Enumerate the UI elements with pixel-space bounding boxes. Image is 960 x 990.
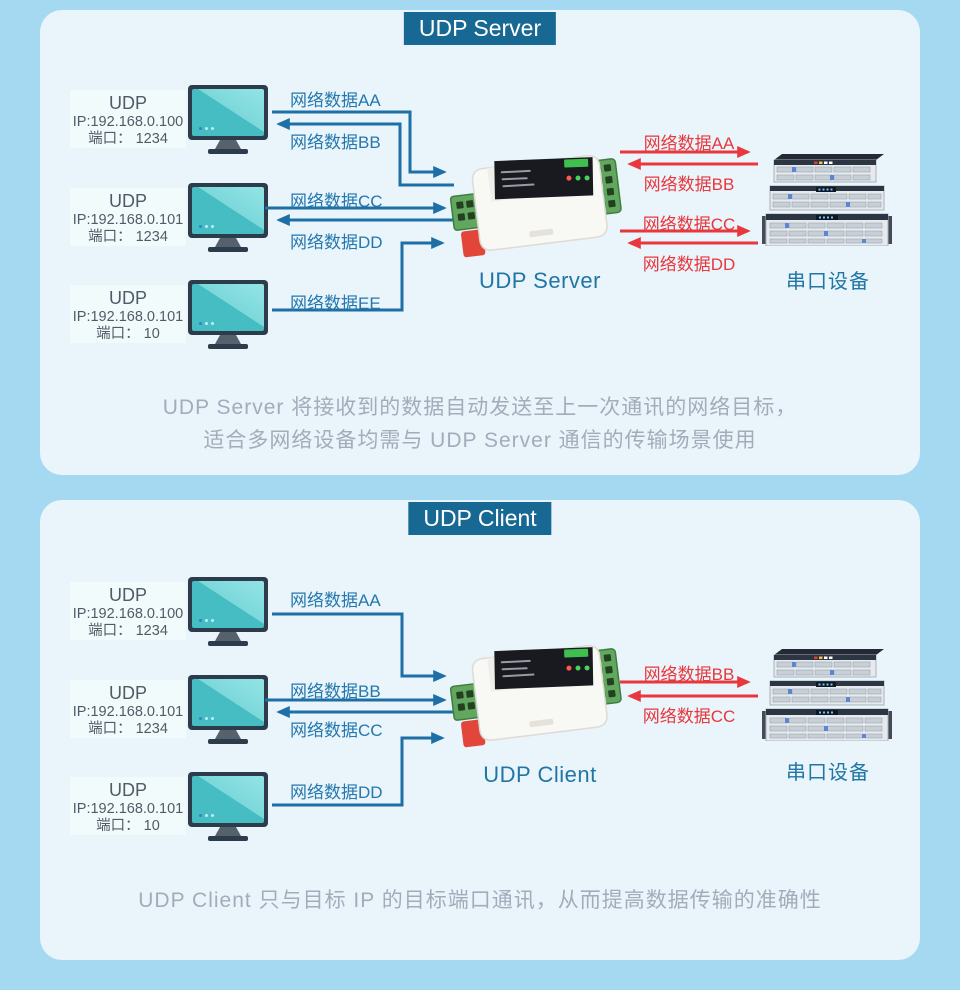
device-mode-label: UDP Server	[479, 268, 601, 293]
panel-caption: UDP Server 将接收到的数据自动发送至上一次通讯的网络目标， 适合多网络…	[40, 391, 920, 457]
net-data-label: 网络数据DD	[290, 783, 383, 802]
serial-data-label: 网络数据CC	[642, 707, 736, 726]
net-data-label: 网络数据EE	[290, 294, 381, 313]
net-data-label: 网络数据BB	[290, 682, 381, 701]
caption-line: 适合多网络设备均需与 UDP Server 通信的传输场景使用	[203, 429, 757, 452]
serial-data-label: 网络数据BB	[643, 175, 735, 194]
panel-caption: UDP Client 只与目标 IP 的目标端口通讯，从而提高数据传输的准确性	[40, 884, 920, 917]
serial-data-label: 网络数据CC	[642, 215, 736, 234]
caption-line: UDP Client 只与目标 IP 的目标端口通讯，从而提高数据传输的准确性	[138, 889, 822, 912]
host-protocol: UDP	[108, 585, 147, 605]
host-port: 端口： 1234	[88, 131, 168, 147]
host-protocol: UDP	[108, 780, 147, 800]
host-protocol: UDP	[108, 191, 147, 211]
host-port: 端口： 10	[96, 326, 160, 342]
monitor-icon	[188, 772, 268, 842]
serial-server-icon	[449, 154, 622, 258]
host-info-card: UDP IP:192.168.0.101 端口： 10	[70, 777, 186, 835]
monitor-icon	[188, 85, 268, 155]
serial-data-label: 网络数据BB	[643, 665, 735, 684]
host-ip: IP:192.168.0.100	[72, 114, 184, 130]
rack-server-icon	[762, 154, 892, 246]
net-data-label: 网络数据DD	[290, 233, 383, 252]
net-data-label: 网络数据AA	[290, 91, 381, 110]
host-info-card: UDP IP:192.168.0.101 端口： 1234	[70, 680, 186, 738]
serial-device-label: 串口设备	[786, 762, 870, 784]
net-data-label: 网络数据BB	[290, 133, 381, 152]
host-ip: IP:192.168.0.100	[72, 606, 184, 622]
monitor-icon	[188, 280, 268, 350]
serial-server-icon	[449, 644, 622, 748]
udp-client-panel: UDP Client UDP IP:192.168.0.100 端口： 1234…	[40, 500, 920, 960]
host-protocol: UDP	[108, 683, 147, 703]
serial-data-label: 网络数据AA	[643, 134, 735, 153]
host-port: 端口： 1234	[88, 721, 168, 737]
net-data-label: 网络数据AA	[290, 591, 381, 610]
caption-line: UDP Server 将接收到的数据自动发送至上一次通讯的网络目标，	[162, 396, 798, 419]
monitor-icon	[188, 183, 268, 253]
host-port: 端口： 1234	[88, 229, 168, 245]
monitor-icon	[188, 577, 268, 647]
host-info-card: UDP IP:192.168.0.101 端口： 1234	[70, 188, 186, 246]
host-ip: IP:192.168.0.101	[72, 704, 184, 720]
host-info-card: UDP IP:192.168.0.100 端口： 1234	[70, 90, 186, 148]
udp-server-panel: UDP Server UDP IP:192.168.0.100 端口： 1234…	[40, 10, 920, 475]
serial-data-label: 网络数据DD	[642, 255, 736, 274]
monitor-icon	[188, 675, 268, 745]
host-ip: IP:192.168.0.101	[72, 212, 184, 228]
net-data-label: 网络数据CC	[290, 721, 383, 740]
host-protocol: UDP	[108, 93, 147, 113]
serial-device-label: 串口设备	[786, 271, 870, 293]
host-port: 端口： 1234	[88, 623, 168, 639]
host-info-card: UDP IP:192.168.0.100 端口： 1234	[70, 582, 186, 640]
rack-server-icon	[762, 649, 892, 741]
panel-title-badge: UDP Client	[408, 502, 552, 535]
panel-title-badge: UDP Server	[403, 12, 557, 45]
host-info-card: UDP IP:192.168.0.101 端口： 10	[70, 285, 186, 343]
host-ip: IP:192.168.0.101	[72, 801, 184, 817]
host-protocol: UDP	[108, 288, 147, 308]
device-mode-label: UDP Client	[483, 762, 597, 787]
net-data-label: 网络数据CC	[290, 192, 383, 211]
host-port: 端口： 10	[96, 818, 160, 834]
host-ip: IP:192.168.0.101	[72, 309, 184, 325]
